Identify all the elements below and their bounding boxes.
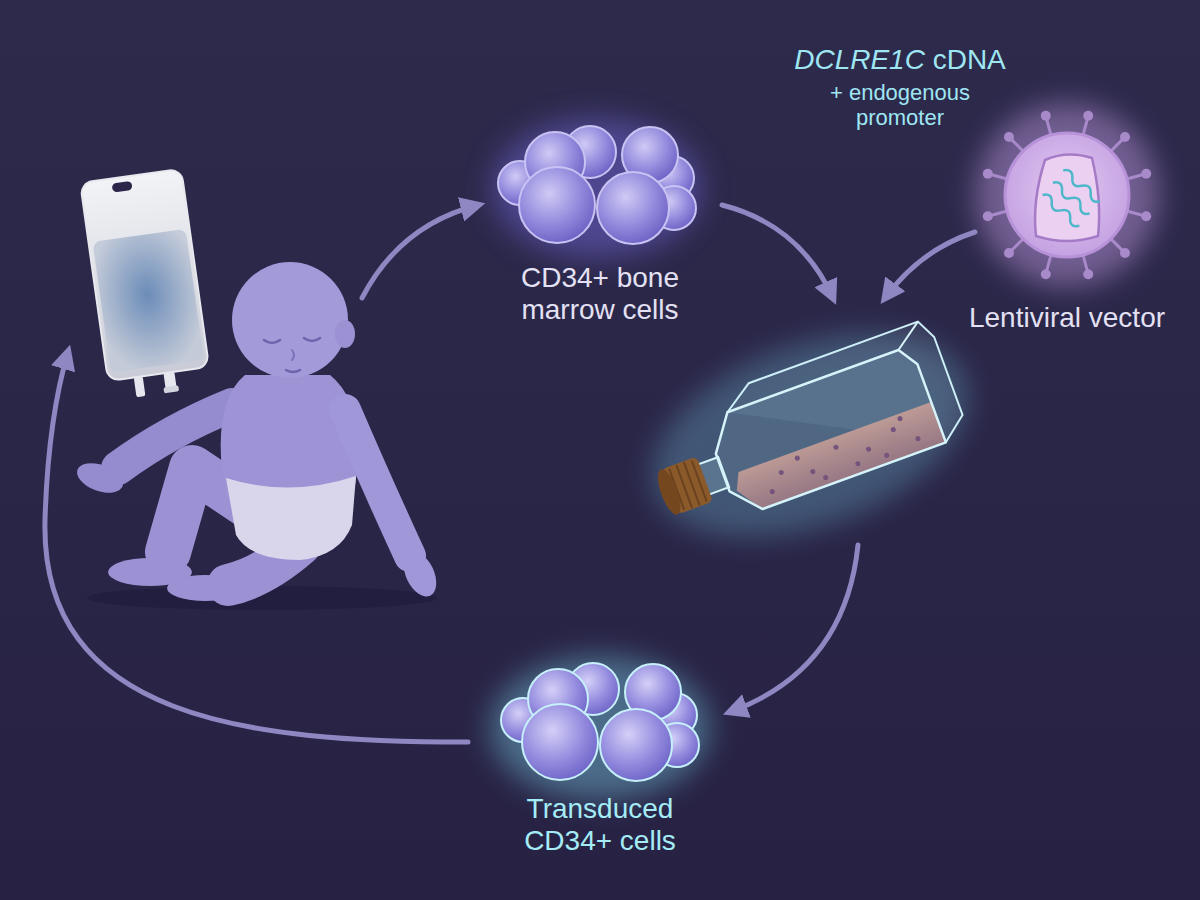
culture-flask (653, 467, 684, 518)
lentiviral-vector (1005, 133, 1129, 257)
vector-spike-knobs (1004, 132, 1014, 142)
vector-spike-knobs (1004, 248, 1014, 258)
vector-spike-knobs (1083, 269, 1093, 279)
vector-spike-knobs (1041, 269, 1051, 279)
baby (73, 262, 443, 610)
culture-flask (892, 322, 925, 350)
arrow-vector-to-flask (885, 232, 975, 298)
cell-cluster-node: CD34+ bone marrow cells (490, 128, 710, 333)
baby (286, 370, 300, 372)
iv-bag (80, 169, 209, 381)
transduced-cell-cluster (490, 656, 710, 800)
arrow-transduced-to-bag (45, 352, 468, 742)
cell-cluster (492, 118, 702, 258)
lentiviral-vector (975, 103, 1159, 287)
vector-node: DCLRE1C cDNA + endogenous promoterLentivi… (760, 40, 1180, 370)
vector-spike-knobs (1041, 111, 1051, 121)
baby (73, 458, 127, 499)
vector-spike-knobs (1141, 211, 1151, 221)
iv-bag (92, 229, 203, 373)
vector-spike-knobs (983, 111, 1151, 279)
promoter-label: + endogenous promoter (810, 80, 990, 131)
vector-spike-knobs (983, 211, 993, 221)
gene-suffix: cDNA (925, 44, 1006, 75)
baby (345, 410, 410, 556)
cell-cluster (597, 172, 669, 244)
iv-bag (112, 181, 133, 193)
transduced-cell-node: Transduced CD34+ cells (480, 660, 720, 861)
cycle-arrows (45, 205, 975, 742)
cell-cluster (492, 118, 702, 258)
gene-name: DCLRE1C (794, 44, 925, 75)
arrow-cells-to-flask (722, 205, 833, 298)
baby (167, 575, 243, 601)
iv-bag (80, 169, 212, 401)
diaper (226, 476, 356, 560)
baby (304, 338, 320, 341)
vector-capsid (1035, 154, 1099, 241)
baby (118, 405, 232, 468)
vector-spike-knobs (1083, 111, 1093, 121)
culture-flask (624, 294, 996, 576)
lentiviral-vector (975, 103, 1159, 287)
vector-label: Lentiviral vector (967, 302, 1167, 334)
arrow-baby-to-cells (362, 205, 478, 298)
culture-flask (704, 346, 946, 518)
vector-spike-knobs (1141, 169, 1151, 179)
baby (292, 350, 294, 360)
transduced-cell-cluster (490, 656, 710, 800)
baby-head (232, 262, 348, 378)
lentiviral-vector (1040, 192, 1082, 229)
arrow-flask-to-transduced (730, 545, 858, 712)
baby (335, 320, 355, 348)
cell-cluster (519, 167, 595, 243)
iv-bag (163, 385, 179, 393)
culture-flask (624, 294, 996, 576)
transduced-cell-cluster (600, 709, 672, 781)
gene-label: DCLRE1C cDNA (770, 44, 1030, 76)
transduced-cell-cluster (522, 704, 598, 780)
iv-bag (134, 376, 146, 397)
vector-spikes (992, 120, 1143, 271)
vector-spike-knobs (1120, 132, 1130, 142)
baby (264, 340, 280, 343)
transduced-label: Transduced CD34+ cells (485, 793, 715, 857)
baby (397, 546, 443, 601)
cell-label: CD34+ bone marrow cells (495, 262, 705, 326)
vector-spike-knobs (983, 169, 993, 179)
vector-spike-knobs (1120, 248, 1130, 258)
